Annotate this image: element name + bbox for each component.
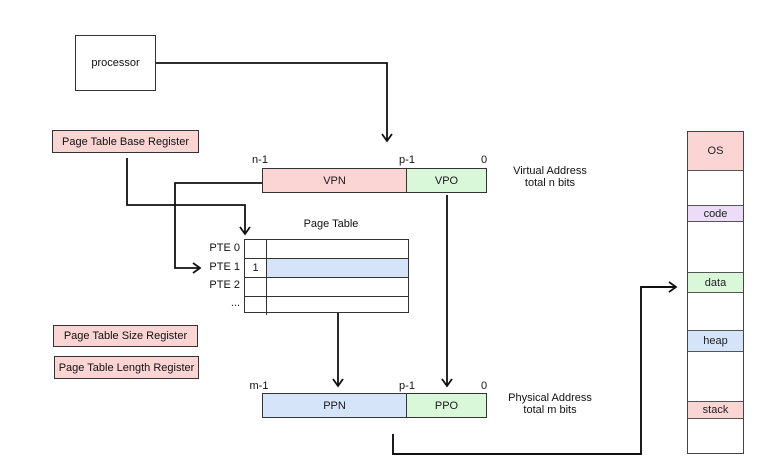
ptbr-to-page-table-arrow [126, 158, 251, 236]
ppn-cell: PPN [262, 393, 407, 418]
ppn-label: PPN [323, 399, 346, 412]
pte2-entry-cell [267, 278, 408, 296]
memory-segment [688, 171, 743, 206]
memory-segment [688, 222, 743, 273]
ppo-cell: PPO [407, 393, 487, 418]
vpn-cell: VPN [262, 168, 407, 193]
memory-segment-stack: stack [688, 402, 743, 419]
physical-address-caption: Physical Address total m bits [494, 392, 606, 416]
vpn-label: VPN [323, 174, 346, 187]
page-table-length-register-box: Page Table Length Register [54, 356, 199, 379]
pa-bit-label-p1: p-1 [399, 380, 415, 392]
page-table-base-register-box: Page Table Base Register [52, 130, 199, 153]
pa-bit-label-m1: m-1 [249, 380, 269, 392]
memory-segment-heap: heap [688, 331, 743, 352]
pte2-flag-cell [245, 278, 267, 296]
pte-ellipsis-row-label: ... [230, 297, 240, 309]
pte1-flag-cell: 1 [245, 259, 267, 277]
virtual-address-caption-line2: total n bits [524, 177, 576, 189]
memory-segment [688, 352, 743, 402]
page-table-size-register-label: Page Table Size Register [63, 330, 188, 342]
processor-label: processor [91, 57, 140, 69]
page-table-row-pte1: 1 [245, 259, 408, 278]
pte2-row-label: PTE 2 [209, 279, 240, 291]
pte1-row-label: PTE 1 [209, 261, 240, 273]
physical-address-caption-line2: total m bits [523, 404, 577, 416]
va-bit-label-n1: n-1 [252, 154, 268, 166]
pte1-entry-cell [267, 259, 408, 277]
page-table-row-pte2 [245, 278, 408, 297]
memory-segment [688, 293, 743, 331]
va-bit-label-p1: p-1 [399, 154, 415, 166]
page-table-base-register-label: Page Table Base Register [62, 135, 189, 148]
memory-segment-os: OS [688, 132, 743, 171]
pte0-flag-cell [245, 240, 267, 258]
ellipsis-flag-cell [245, 297, 267, 315]
page-table-size-register-box: Page Table Size Register [53, 325, 198, 347]
page-table: 1 [244, 239, 409, 315]
pte0-entry-cell [267, 240, 408, 258]
vpo-cell: VPO [407, 168, 487, 193]
physical-address-bar: PPN PPO [262, 393, 487, 418]
vpo-label: VPO [434, 174, 459, 187]
virtual-address-caption: Virtual Address total n bits [494, 165, 606, 189]
page-table-row-ellipsis [245, 297, 408, 315]
memory-column: OS code data heap stack [687, 131, 744, 454]
ppo-label: PPO [434, 399, 459, 412]
physical-address-caption-line1: Physical Address [508, 392, 592, 404]
physical-address-to-memory-arrow [392, 281, 678, 455]
memory-segment-data: data [688, 273, 743, 293]
page-table-length-register-label: Page Table Length Register [58, 361, 195, 374]
virtual-address-bar: VPN VPO [262, 168, 487, 193]
va-bit-label-0: 0 [480, 154, 488, 166]
memory-segment [688, 419, 743, 453]
processor-box: processor [75, 35, 156, 91]
pte0-row-label: PTE 0 [209, 242, 240, 254]
page-table-title: Page Table [303, 217, 359, 230]
memory-segment-code: code [688, 206, 743, 222]
pa-bit-label-0: 0 [480, 380, 488, 392]
page-table-row-pte0 [245, 240, 408, 259]
ellipsis-entry-cell [267, 297, 408, 315]
virtual-address-caption-line1: Virtual Address [513, 165, 587, 177]
